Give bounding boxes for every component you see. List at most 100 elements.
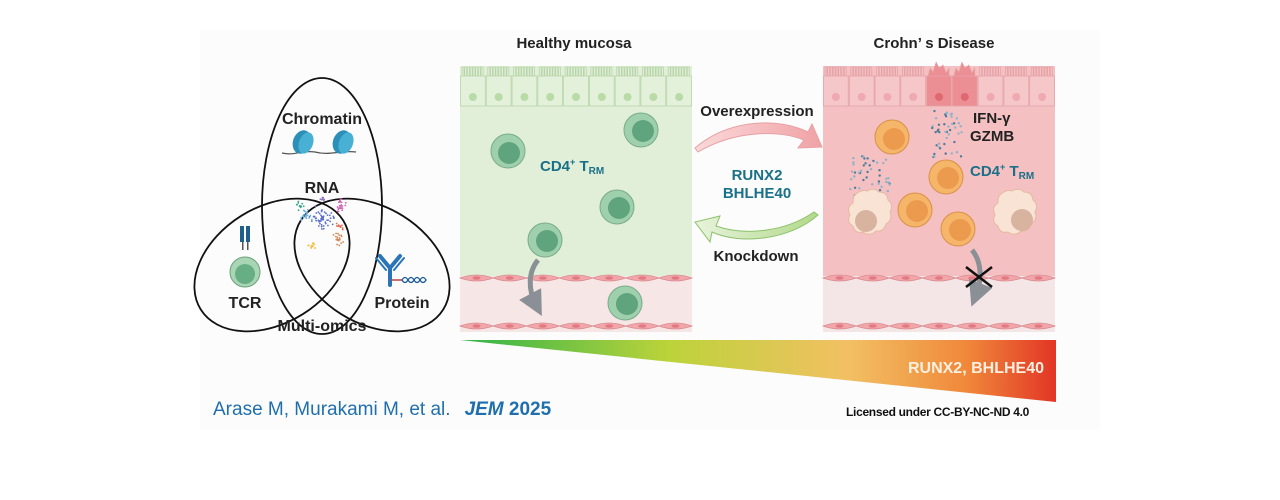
umap-point [303,213,305,216]
t-cell [940,211,976,247]
umap-point [322,225,325,227]
cytokine-particle [875,161,879,164]
epithelium-layer [823,61,1055,107]
umap-point [330,212,333,214]
microvilli [564,66,587,76]
nucleus [572,276,580,280]
cytokine-particle [953,126,957,129]
healthy-cell-label: CD4+ TRM [540,157,604,177]
nucleus [520,93,529,101]
umap-point [336,237,339,240]
cytokine-particle [885,180,888,184]
cytokine-particle [877,182,880,185]
cytokine-particle [884,158,888,161]
umap-point [341,228,344,231]
umap-point [335,225,338,227]
cytokine-particle [944,115,948,118]
umap-point [320,198,323,201]
t-cell [623,112,659,148]
nucleus [1038,93,1047,101]
nucleus [546,93,555,101]
umap-point [315,212,318,214]
umap-point [336,243,339,246]
nucleus [935,93,943,101]
umap-point [300,216,303,219]
cytokine-particle [960,131,963,134]
cytokine-particle [934,117,938,120]
cytokine-gzmb: GZMB [970,128,1014,145]
venn-diagram: Chromatin RNA TCR [193,77,451,335]
epithelial-cell [666,75,692,107]
nucleus [868,276,877,280]
epithelial-cell [977,75,1004,107]
citation-journal[interactable]: JEM 2025 [464,399,552,420]
umap-point [320,210,323,213]
cytokine-particle [888,183,891,186]
cytokine-particle [887,176,890,180]
umap-point [297,200,300,203]
nucleus [831,93,840,101]
nucleus [968,324,977,328]
umap-point [317,219,320,222]
umap-point [310,220,313,222]
nucleus [538,324,547,328]
epithelial-cell [900,75,927,107]
microvilli [616,66,639,76]
blood-vessel [821,274,1057,330]
umap-point [295,203,298,206]
umap-point [338,204,341,207]
umap-point [326,214,329,217]
umap-point [327,224,329,227]
epithelial-cell [614,75,641,107]
umap-point [336,206,339,208]
cytokine-particle [950,152,954,155]
gene-bhlhe40: BHLHE40 [723,185,791,202]
nucleus [868,324,877,328]
nucleus [472,324,481,328]
umap-point [315,219,318,222]
umap-point [314,205,317,208]
damaged-microvilli [927,61,950,77]
umap-point [314,247,316,249]
cytokine-particle [953,140,956,144]
nucleus [986,93,995,101]
umap-point [340,198,343,201]
nucleus [472,276,481,280]
umap-point [298,205,301,207]
umap-point [335,222,338,225]
nucleus [1012,93,1021,101]
cytokine-particles [849,109,963,200]
nucleus [505,324,514,328]
umap-point [321,196,324,199]
umap-point [324,222,327,225]
umap-point [302,215,305,218]
cytokine-particle [878,189,882,192]
overexpression-arrow [694,122,823,153]
nucleus [1001,324,1010,328]
nucleus [538,276,547,280]
umap-point [319,222,321,225]
cytokine-particle [944,130,947,134]
cytokine-particle [937,123,941,127]
cytokine-particle [849,187,852,191]
umap-point [325,212,327,215]
umap-point [297,202,300,204]
cytokine-particle [863,157,866,160]
cytokine-particle [959,125,962,128]
cytokine-particle [955,117,959,120]
t-cell [928,159,964,195]
license-text: Licensed under CC-BY-NC-ND 4.0 [846,405,1030,419]
microvilli [667,66,690,76]
nucleus [901,324,910,328]
umap-point [320,224,323,226]
cytokine-particle [878,174,881,177]
cytokine-particle [853,171,857,174]
umap-point [340,207,343,209]
umap-point [344,204,347,207]
umap-point [307,244,310,247]
umap-point [340,234,343,237]
umap-point [329,214,331,217]
nucleus [883,93,892,101]
cytokine-ifng: IFN-γ [973,110,1011,127]
